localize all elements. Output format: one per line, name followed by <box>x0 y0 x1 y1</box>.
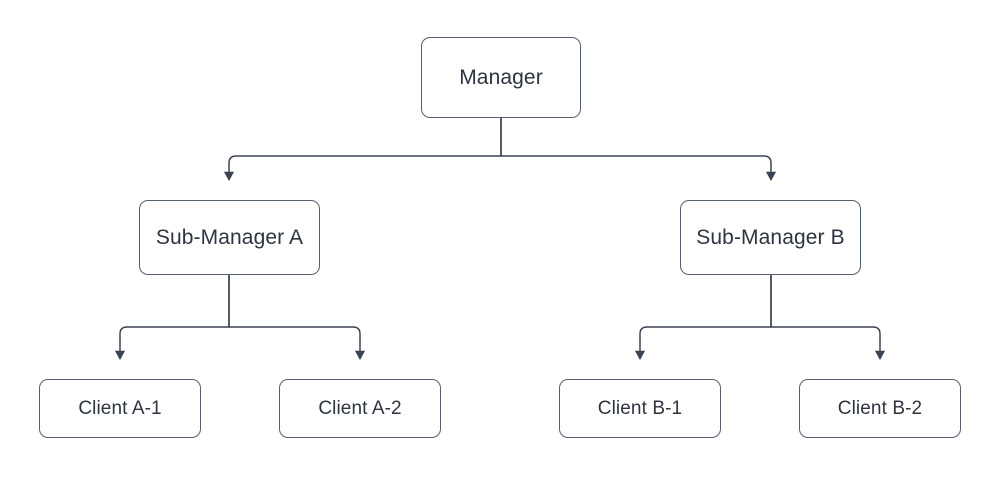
node-client-b1-label: Client B-1 <box>597 398 683 419</box>
node-sub-manager-b[interactable]: Sub-Manager B <box>680 200 861 275</box>
edge-manager-to-sub-manager-a <box>223 118 502 181</box>
node-client-a1[interactable]: Client A-1 <box>39 379 201 438</box>
node-client-a2[interactable]: Client A-2 <box>279 379 441 438</box>
edge-sub-manager-b-to-client-b2 <box>770 275 886 360</box>
node-sub-manager-b-label: Sub-Manager B <box>696 226 845 249</box>
edge-sub-manager-b-to-client-b1 <box>634 275 772 360</box>
node-manager[interactable]: Manager <box>421 37 581 118</box>
node-sub-manager-a-label: Sub-Manager A <box>155 226 304 249</box>
edge-sub-manager-a-to-client-a1 <box>114 275 230 360</box>
edge-sub-manager-a-to-client-a2 <box>228 275 366 360</box>
node-client-b2[interactable]: Client B-2 <box>799 379 961 438</box>
node-client-a1-label: Client A-1 <box>78 398 162 419</box>
node-client-a2-label: Client A-2 <box>318 398 402 419</box>
node-sub-manager-a[interactable]: Sub-Manager A <box>139 200 320 275</box>
node-manager-label: Manager <box>459 66 543 89</box>
edge-manager-to-sub-manager-b <box>500 118 777 181</box>
node-client-b1[interactable]: Client B-1 <box>559 379 721 438</box>
node-client-b2-label: Client B-2 <box>837 398 923 419</box>
